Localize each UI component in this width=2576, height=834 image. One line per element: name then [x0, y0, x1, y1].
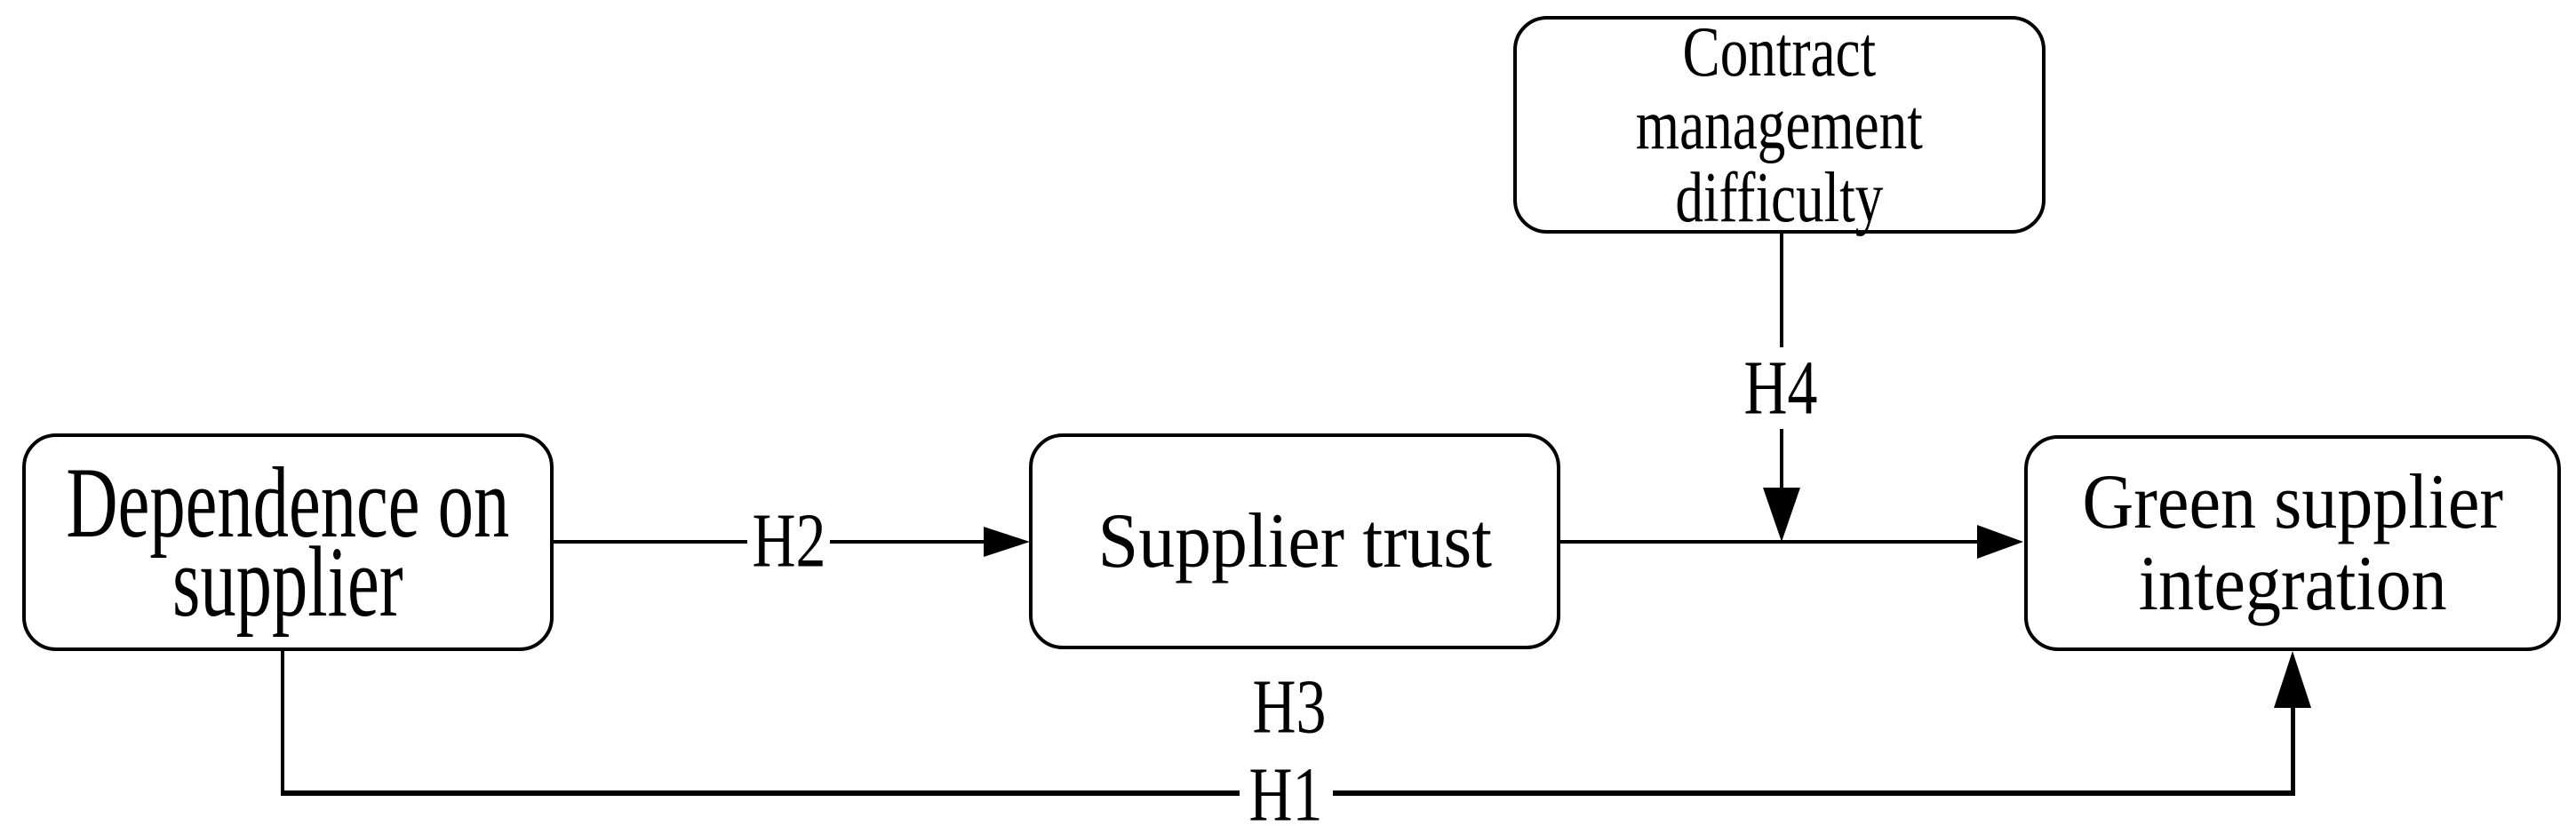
node-dependence-line2: supplier [172, 526, 403, 638]
node-contract-line3: difficulty [1675, 158, 1884, 237]
node-green-label: Green supplier integration [2082, 458, 2503, 627]
node-green-line1: Green supplier [2082, 458, 2503, 545]
node-dependence-line1: Dependence on [66, 447, 510, 559]
h1-arrow-line-descent [281, 649, 284, 793]
h2-arrow-line-left [554, 540, 747, 544]
h1-arrowhead-up-icon [2274, 651, 2311, 708]
edge-label-h4: H4 [1743, 344, 1818, 431]
h2-arrow-line-right [830, 540, 985, 544]
node-contract-line1: Contract [1682, 12, 1877, 91]
node-green-line2: integration [2138, 540, 2447, 627]
h4-arrow-line-upper [1780, 232, 1783, 347]
h1-arrow-line-ascent [2291, 708, 2295, 796]
node-contract-management-difficulty: Contract management difficulty [1513, 16, 2046, 234]
h4-arrow-line-lower [1780, 429, 1783, 488]
h1-arrow-line-right [1333, 790, 2295, 796]
node-dependence-label: Dependence on supplier [66, 447, 510, 638]
node-supplier-trust-label: Supplier trust [1097, 497, 1492, 584]
edge-label-h2: H2 [752, 496, 826, 584]
h2-arrowhead-right-icon [984, 527, 1030, 557]
h4-arrowhead-down-icon [1763, 488, 1800, 542]
edge-label-h3: H3 [1252, 663, 1327, 750]
h3-arrowhead-right-icon [1977, 525, 2023, 559]
node-green-supplier-integration: Green supplier integration [2024, 435, 2561, 651]
node-supplier-trust-line1: Supplier trust [1097, 497, 1492, 584]
h1-arrow-line-left [281, 790, 1240, 796]
node-contract-line2: management [1636, 85, 1923, 164]
node-supplier-trust: Supplier trust [1029, 433, 1560, 649]
node-dependence-on-supplier: Dependence on supplier [22, 433, 554, 651]
node-contract-label: Contract management difficulty [1636, 16, 1923, 234]
h3-arrow-line [1560, 540, 1978, 544]
edge-label-h1: H1 [1248, 751, 1323, 834]
